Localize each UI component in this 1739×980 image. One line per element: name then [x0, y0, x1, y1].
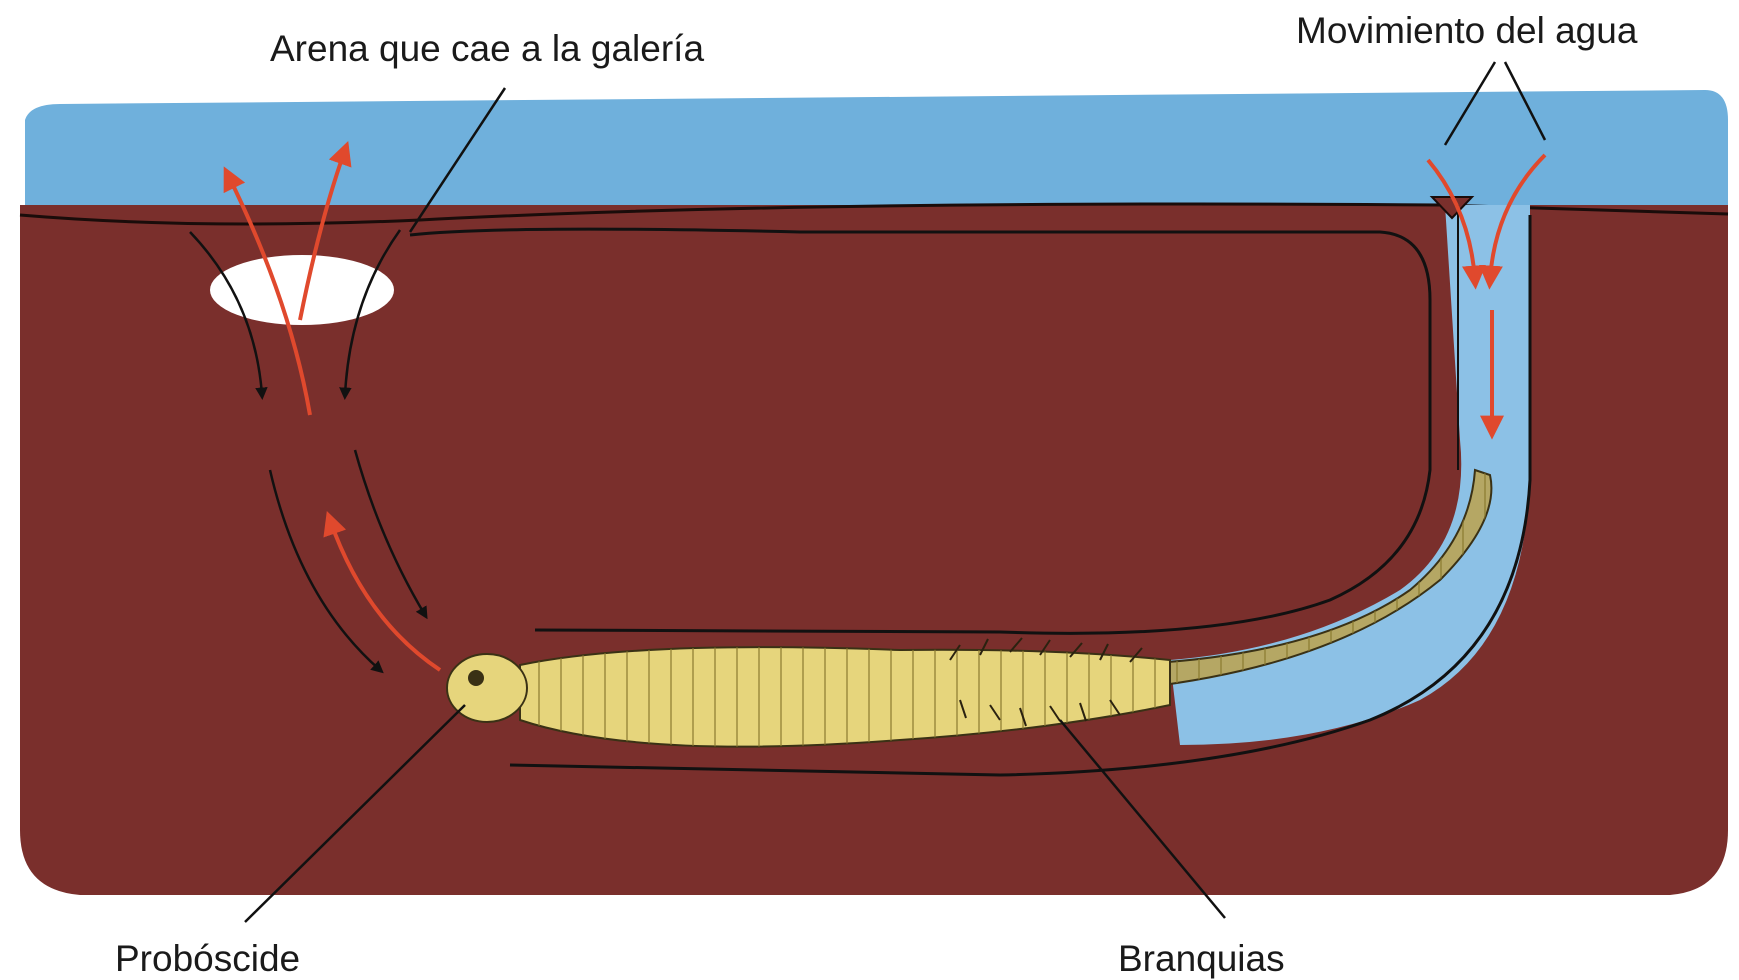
- proboscis-eye-icon: [468, 670, 484, 686]
- label-branquias: Branquias: [1118, 940, 1285, 977]
- label-proboscide: Probóscide: [115, 940, 300, 977]
- label-arena-que-cae: Arena que cae a la galería: [270, 30, 704, 67]
- water-layer: [25, 90, 1728, 210]
- label-movimiento-agua: Movimiento del agua: [1296, 12, 1637, 49]
